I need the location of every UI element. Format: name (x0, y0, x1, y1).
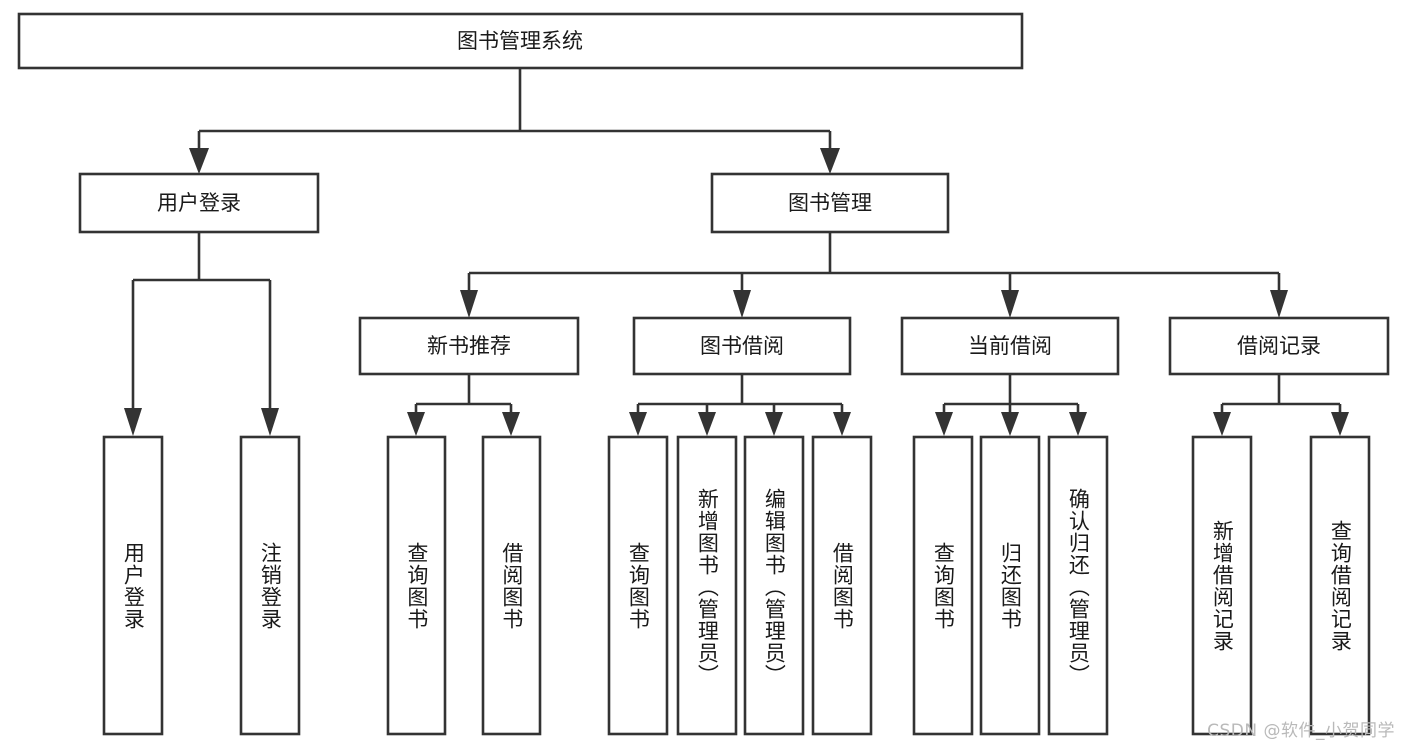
node-root[interactable]: 图书管理系统 (17, 12, 1024, 70)
node-user-login-label: 用户登录 (157, 191, 241, 215)
node-leaf-logout-login-label: 注销登录 (258, 541, 283, 630)
node-book-manage[interactable]: 图书管理 (710, 172, 950, 234)
arrowhead-leaf-query-book-3 (935, 412, 953, 436)
node-leaf-edit-book-label: 编辑图书（管理员） (762, 487, 787, 686)
node-leaf-add-record-box[interactable] (1191, 435, 1253, 736)
node-leaf-return-book-box[interactable] (979, 435, 1041, 736)
node-new-book-recommend-label: 新书推荐 (427, 334, 511, 358)
arrowhead-book-manage (820, 148, 840, 174)
arrowhead-leaf-return-book (1001, 412, 1019, 436)
connector-group (124, 68, 1349, 436)
node-leaf-add-book[interactable]: 新增图书（管理员） (676, 435, 738, 736)
node-leaf-query-book-2[interactable]: 查询图书 (607, 435, 669, 736)
arrowhead-leaf-add-record (1213, 412, 1231, 436)
arrowhead-borrow-record (1270, 290, 1288, 318)
node-leaf-logout-login-box[interactable] (239, 435, 301, 736)
arrowhead-new-book-recommend (460, 290, 478, 318)
node-current-borrow[interactable]: 当前借阅 (900, 316, 1120, 376)
node-book-manage-label: 图书管理 (788, 191, 872, 215)
node-leaf-user-login[interactable]: 用户登录 (102, 435, 164, 736)
arrowhead-leaf-query-record (1331, 412, 1349, 436)
node-leaf-borrow-book-2[interactable]: 借阅图书 (811, 435, 873, 736)
node-leaf-edit-book[interactable]: 编辑图书（管理员） (743, 435, 805, 736)
node-current-borrow-label: 当前借阅 (968, 334, 1052, 358)
node-leaf-query-book-1-box[interactable] (386, 435, 447, 736)
arrowhead-current-borrow (1001, 290, 1019, 318)
arrowhead-leaf-edit-book (765, 412, 783, 436)
node-leaf-logout-login[interactable]: 注销登录 (239, 435, 301, 736)
node-leaf-borrow-book-2-label: 借阅图书 (830, 541, 855, 630)
node-book-manage-box[interactable] (710, 172, 950, 234)
node-leaf-query-book-2-label: 查询图书 (626, 541, 651, 630)
node-leaf-user-login-label: 用户登录 (121, 541, 146, 630)
node-borrow-record-label: 借阅记录 (1237, 334, 1321, 358)
node-leaf-borrow-book-1-label: 借阅图书 (499, 541, 524, 630)
node-leaf-query-book-2-box[interactable] (607, 435, 669, 736)
node-user-login[interactable]: 用户登录 (78, 172, 320, 234)
arrowhead-leaf-logout-login (261, 408, 279, 436)
node-leaf-add-book-box[interactable] (676, 435, 738, 736)
arrowhead-user-login (189, 148, 209, 174)
node-leaf-borrow-book-1-box[interactable] (481, 435, 542, 736)
node-book-borrow[interactable]: 图书借阅 (632, 316, 852, 376)
arrowhead-leaf-add-book (698, 412, 716, 436)
node-borrow-record-box[interactable] (1168, 316, 1390, 376)
node-new-book-recommend[interactable]: 新书推荐 (358, 316, 580, 376)
node-leaf-query-book-3-label: 查询图书 (931, 541, 956, 630)
node-leaf-add-book-label: 新增图书（管理员） (695, 487, 720, 686)
node-leaf-edit-book-box[interactable] (743, 435, 805, 736)
node-user-login-box[interactable] (78, 172, 320, 234)
node-borrow-record[interactable]: 借阅记录 (1168, 316, 1390, 376)
node-new-book-recommend-box[interactable] (358, 316, 580, 376)
arrowhead-leaf-user-login (124, 408, 142, 436)
node-leaf-borrow-book-2-box[interactable] (811, 435, 873, 736)
node-book-borrow-box[interactable] (632, 316, 852, 376)
node-leaf-query-book-3-box[interactable] (912, 435, 974, 736)
node-leaf-return-book-label: 归还图书 (998, 541, 1023, 630)
arrowhead-leaf-borrow-book-2 (833, 412, 851, 436)
node-leaf-query-record-box[interactable] (1309, 435, 1371, 736)
node-leaf-add-record-label: 新增借阅记录 (1210, 519, 1235, 652)
arrowhead-leaf-query-book-2 (629, 412, 647, 436)
node-leaf-confirm-return-label: 确认归还（管理员） (1066, 487, 1091, 686)
node-leaf-confirm-return-box[interactable] (1047, 435, 1109, 736)
node-leaf-query-book-1[interactable]: 查询图书 (386, 435, 447, 736)
node-leaf-return-book[interactable]: 归还图书 (979, 435, 1041, 736)
arrowhead-leaf-query-book-1 (407, 412, 425, 436)
node-leaf-add-record[interactable]: 新增借阅记录 (1191, 435, 1253, 736)
arrowhead-leaf-borrow-book-1 (502, 412, 520, 436)
node-root-label: 图书管理系统 (457, 29, 583, 53)
node-leaf-confirm-return[interactable]: 确认归还（管理员） (1047, 435, 1109, 736)
node-leaf-query-record-label: 查询借阅记录 (1328, 519, 1353, 652)
node-leaf-borrow-book-1[interactable]: 借阅图书 (481, 435, 542, 736)
node-leaf-query-record[interactable]: 查询借阅记录 (1309, 435, 1371, 736)
node-book-borrow-label: 图书借阅 (700, 334, 784, 358)
node-leaf-query-book-3[interactable]: 查询图书 (912, 435, 974, 736)
node-current-borrow-box[interactable] (900, 316, 1120, 376)
arrowhead-leaf-confirm-return (1069, 412, 1087, 436)
arrowhead-book-borrow (733, 290, 751, 318)
csdn-watermark: CSDN @软件_小贺同学 (1207, 721, 1395, 741)
node-leaf-user-login-box[interactable] (102, 435, 164, 736)
node-leaf-query-book-1-label: 查询图书 (404, 541, 429, 630)
node-root-box[interactable] (17, 12, 1024, 70)
